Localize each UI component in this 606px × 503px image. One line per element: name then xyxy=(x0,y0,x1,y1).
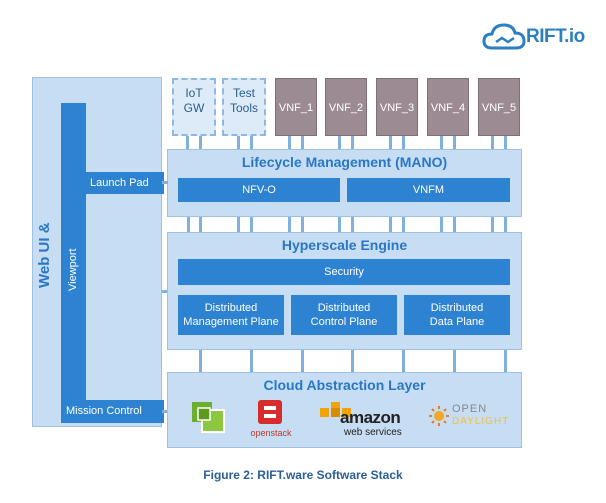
connector xyxy=(250,217,253,232)
vnfm-box: VNFM xyxy=(347,178,510,202)
connector xyxy=(389,136,392,149)
connector xyxy=(162,410,168,413)
connector xyxy=(402,136,405,149)
vmware-logo-icon xyxy=(192,402,225,433)
iot-gw-box: IoT GW xyxy=(172,78,216,136)
mgmt-plane-line2: Management Plane xyxy=(183,316,279,328)
rift-logo: RIFT.io xyxy=(482,20,598,56)
iot-gw-line2: GW xyxy=(183,101,205,115)
openstack-logo-icon xyxy=(258,400,282,424)
connector xyxy=(199,350,202,372)
connector xyxy=(250,350,253,372)
web-ui-automation-panel xyxy=(32,77,162,427)
connector xyxy=(491,217,494,232)
connector xyxy=(402,217,405,232)
opendaylight-sun-icon xyxy=(429,406,449,426)
connector xyxy=(351,350,354,372)
connector xyxy=(237,136,240,149)
connector xyxy=(453,136,456,149)
connector xyxy=(453,350,456,372)
test-tools-line2: Tools xyxy=(229,101,258,115)
viewport-bar xyxy=(61,103,86,423)
hyperscale-title: Hyperscale Engine xyxy=(281,237,408,253)
mgmt-plane-box: Distributed Management Plane xyxy=(178,295,284,335)
launch-pad-box: Launch Pad xyxy=(86,172,164,194)
figure-caption: Figure 2: RIFT.ware Software Stack xyxy=(203,468,403,482)
test-tools-box: Test Tools xyxy=(222,78,266,136)
connector xyxy=(301,217,304,232)
connector xyxy=(250,136,253,149)
control-plane-line2: Control Plane xyxy=(310,316,378,328)
connector xyxy=(187,217,190,232)
connector xyxy=(351,217,354,232)
connector xyxy=(504,350,507,372)
aws-cubes-icon xyxy=(320,402,351,417)
connector xyxy=(440,217,443,232)
connector xyxy=(301,136,304,149)
connector xyxy=(199,136,202,149)
mission-control-box: Mission Control xyxy=(61,400,164,423)
connector xyxy=(162,181,168,184)
vnf-box: VNF_3 xyxy=(376,78,418,136)
connector xyxy=(199,217,202,232)
connector xyxy=(288,217,291,232)
cloud-title: Cloud Abstraction Layer xyxy=(263,377,426,393)
data-plane-line1: Distributed xyxy=(430,302,484,314)
vnf-box: VNF_2 xyxy=(325,78,367,136)
connector xyxy=(288,136,291,149)
vnf-box: VNF_5 xyxy=(478,78,520,136)
connector xyxy=(237,217,240,232)
web-services-text: web services xyxy=(344,427,402,438)
connector xyxy=(162,290,168,293)
openstack-text: openstack xyxy=(250,428,292,438)
control-plane-box: Distributed Control Plane xyxy=(291,295,397,335)
connector xyxy=(389,217,392,232)
connector xyxy=(351,136,354,149)
connector xyxy=(338,217,341,232)
connector xyxy=(402,350,405,372)
logo-text: RIFT.io xyxy=(526,26,585,47)
web-ui-automation-label: Web UI & Automation xyxy=(36,213,83,296)
vnf-box: VNF_4 xyxy=(427,78,469,136)
vnf-box: VNF_1 xyxy=(275,78,317,136)
connector xyxy=(440,136,443,149)
data-plane-box: Distributed Data Plane xyxy=(404,295,510,335)
mano-title: Lifecycle Management (MANO) xyxy=(241,154,448,170)
cloud-icon xyxy=(482,23,526,50)
amazon-text: amazon xyxy=(340,408,401,427)
nfvo-box: NFV-O xyxy=(178,178,340,202)
connector xyxy=(301,350,304,372)
iot-gw-line1: IoT xyxy=(185,86,203,100)
connector xyxy=(504,217,507,232)
connector xyxy=(338,136,341,149)
security-box: Security xyxy=(178,259,510,285)
opendaylight-text-2: DAYLIGHT xyxy=(452,416,510,427)
mgmt-plane-line1: Distributed xyxy=(204,302,258,314)
connector xyxy=(453,217,456,232)
connector xyxy=(186,136,189,149)
connector xyxy=(491,136,494,149)
test-tools-line1: Test xyxy=(232,86,255,100)
connector xyxy=(504,136,507,149)
data-plane-line2: Data Plane xyxy=(429,316,485,328)
opendaylight-text-1: OPEN xyxy=(452,403,488,415)
viewport-label: Viewport xyxy=(67,248,79,292)
control-plane-line1: Distributed xyxy=(317,302,371,314)
